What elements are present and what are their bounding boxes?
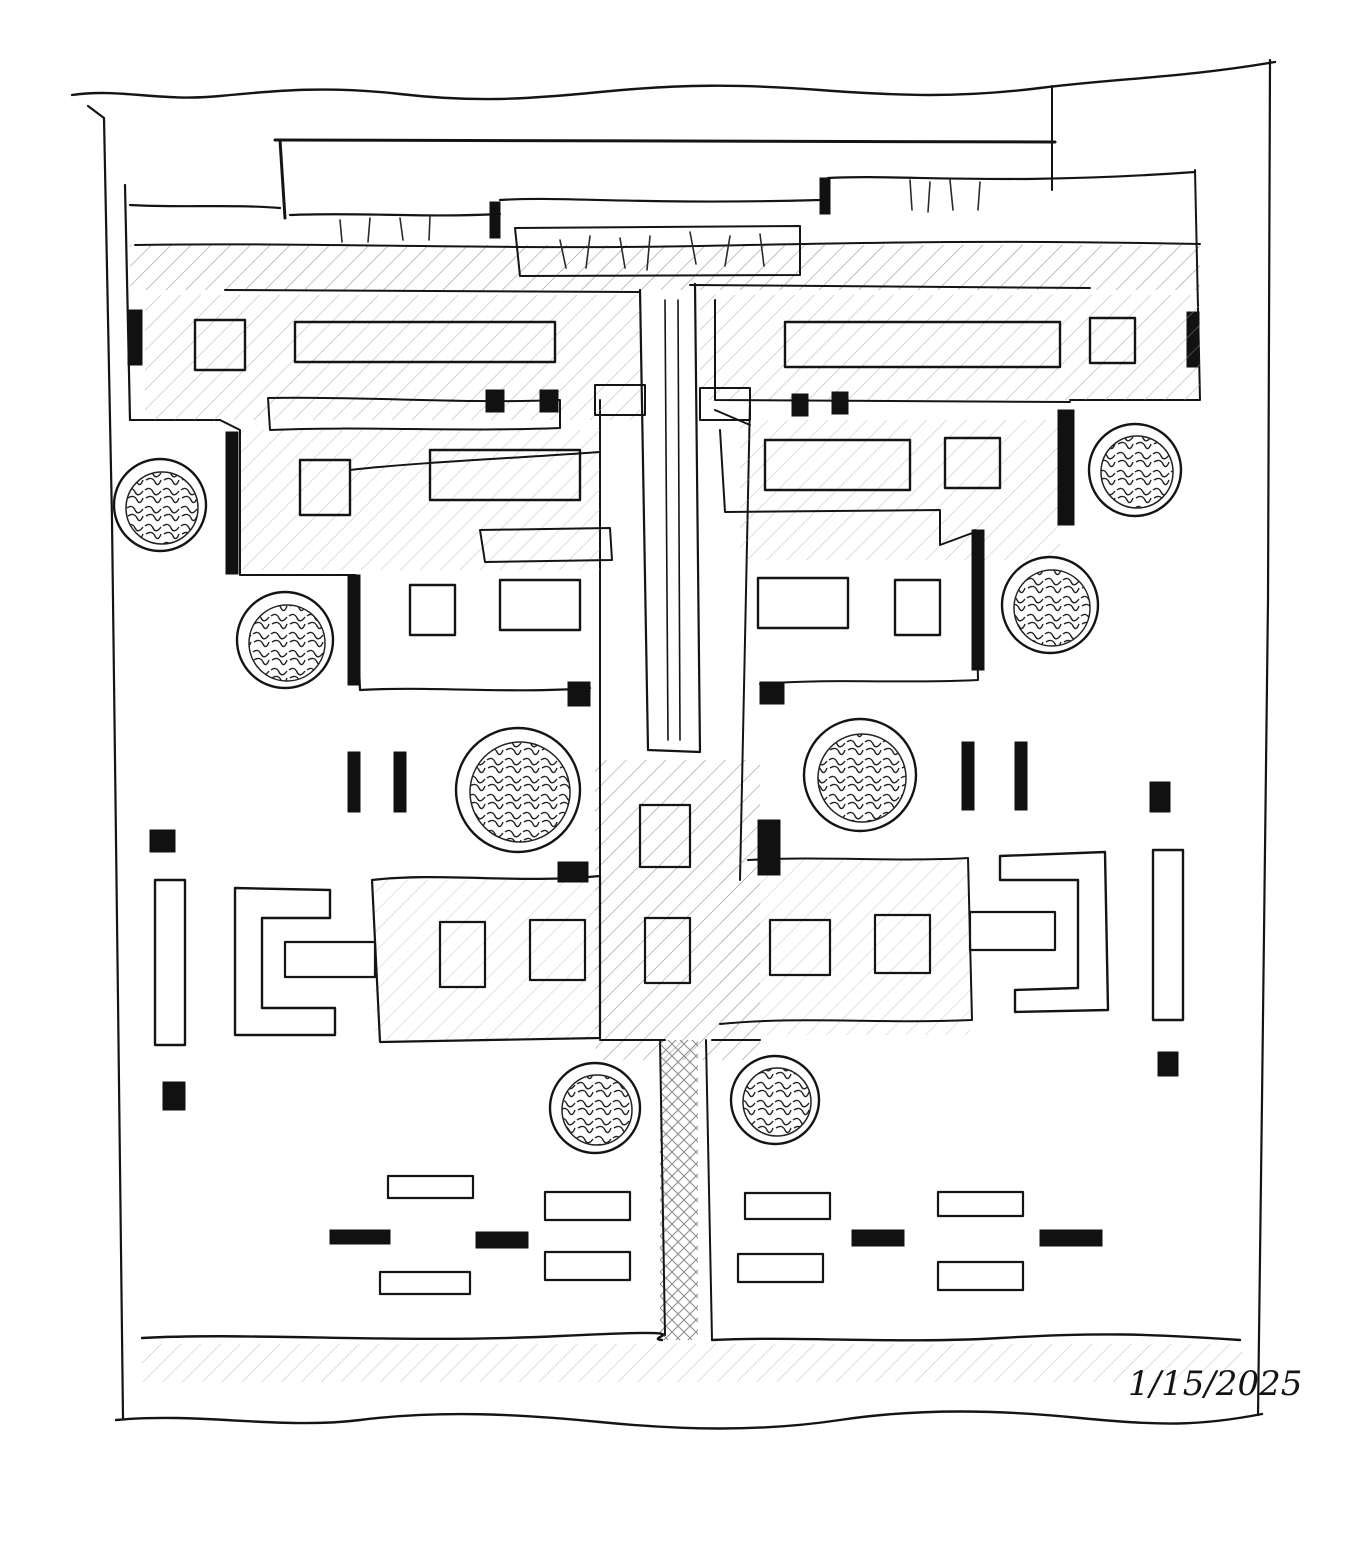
tree [802,717,918,833]
top-building [123,85,1201,422]
tree [1087,422,1183,518]
right-terraces [699,295,1200,1292]
tree [729,1054,821,1146]
tree [454,726,582,854]
sheet-frame [70,58,1277,1430]
left-terraces [145,295,692,1296]
tree [1000,555,1100,655]
trees [112,422,1183,1155]
tree [112,457,208,553]
tree [235,590,335,690]
sketch-date: 1/15/2025 [1128,1364,1302,1404]
tree [548,1061,642,1155]
